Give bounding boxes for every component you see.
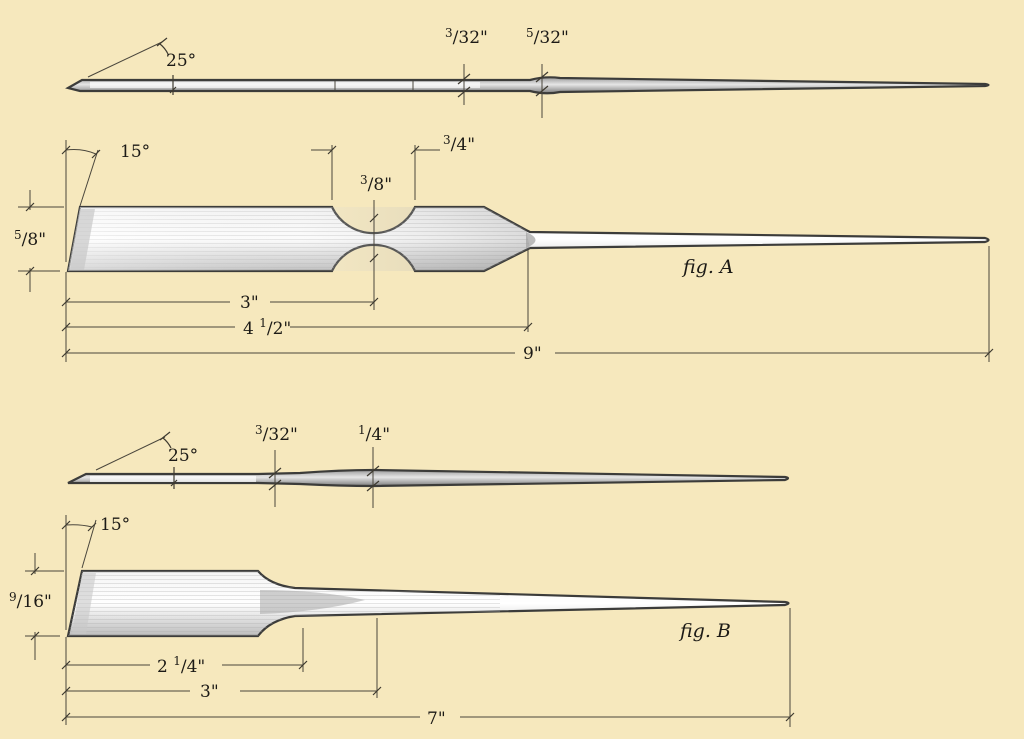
fig-b-thickness-label-1: 3/32": [255, 423, 298, 445]
fig-a-bevel-angle-label: 25°: [166, 51, 196, 71]
fig-a-length-label-1: 3": [240, 293, 259, 313]
fig-b-width-label: 9/16": [9, 590, 52, 612]
fig-a-length-label-3: 9": [523, 344, 542, 364]
bevel-angle-line: [87, 41, 163, 78]
fig-b-top-view: 15° 9/16" 2 1/4" 3" 7" fig. B: [9, 515, 795, 729]
fig-b-length-label-1: 2 1/4": [157, 654, 205, 677]
fig-b-length-label-3: 7": [427, 709, 446, 729]
fig-b-edge-angle-label: 15°: [100, 515, 130, 535]
fig-a-length-label-2: 4 1/2": [243, 316, 291, 339]
fig-b-length-label-2: 3": [200, 682, 219, 702]
fig-a-caption: fig. A: [681, 256, 734, 278]
fig-a-edge-angle-label: 15°: [120, 142, 150, 162]
fig-a-thickness-label-1: 3/32": [445, 26, 488, 48]
fig-a-width-label: 5/8": [14, 228, 46, 250]
fig-a-side-view: 25° 3/32" 5/32": [65, 26, 990, 118]
fig-a-side-blade: [65, 76, 990, 95]
fig-b-side-view: 25° 3/32" 1/4": [67, 423, 790, 508]
fig-a-top-view: 15° 5/8" 3/4" 3/8" 3" 4 1/2" 9": [14, 133, 994, 364]
fig-a-notch-width-label: 3/4": [443, 133, 475, 155]
fig-b-edge-bevel: [72, 573, 96, 634]
fig-b-caption: fig. B: [678, 620, 731, 642]
fig-a-thickness-label-2: 5/32": [526, 26, 569, 48]
fig-b-bevel-angle-label: 25°: [168, 446, 198, 466]
fig-b-thickness-label-2: 1/4": [358, 423, 390, 445]
fig-a-notch-depth-label: 3/8": [360, 173, 392, 195]
fig-a-edge-bevel: [70, 209, 95, 270]
